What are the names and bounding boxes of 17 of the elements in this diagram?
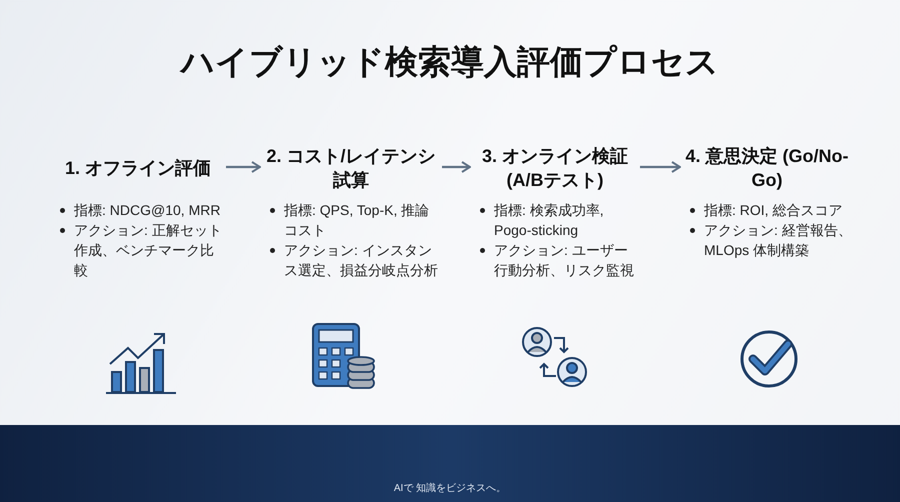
arrow: [640, 161, 681, 173]
arrow: [226, 161, 261, 173]
bullet-text: アクション: 正解セット作成、ベンチマーク比較: [74, 221, 223, 280]
step-heading: 2. コスト/レイテンシ試算: [265, 145, 436, 192]
bullet-text: アクション: 経営報告、MLOps 体制構築: [704, 221, 852, 260]
bullet-text: 指標: NDCG@10, MRR: [74, 201, 222, 220]
tagline: AIで 知識をビジネスへ。: [394, 483, 506, 494]
bullet-text: 指標: ROI, 総合スコア: [704, 201, 844, 220]
bullet-text: アクション: ユーザー行動分析、リスク監視: [494, 241, 635, 280]
title: ハイブリッド検索導入評価プロセス: [178, 42, 720, 82]
arrow: [442, 161, 471, 173]
bullet-text: 指標: QPS, Top-K, 推論コスト: [284, 201, 430, 240]
bullet-text: 指標: 検索成功率, Pogo-sticking: [494, 201, 605, 240]
bullet-text: アクション: インスタンス選定、損益分岐点分析: [284, 241, 439, 280]
step-heading: 3. オンライン検証 (A/Bテスト): [480, 145, 629, 192]
step-heading: 1. オフライン評価: [64, 157, 211, 180]
step-heading: 4. 意思決定 (Go/No-Go): [684, 145, 850, 192]
